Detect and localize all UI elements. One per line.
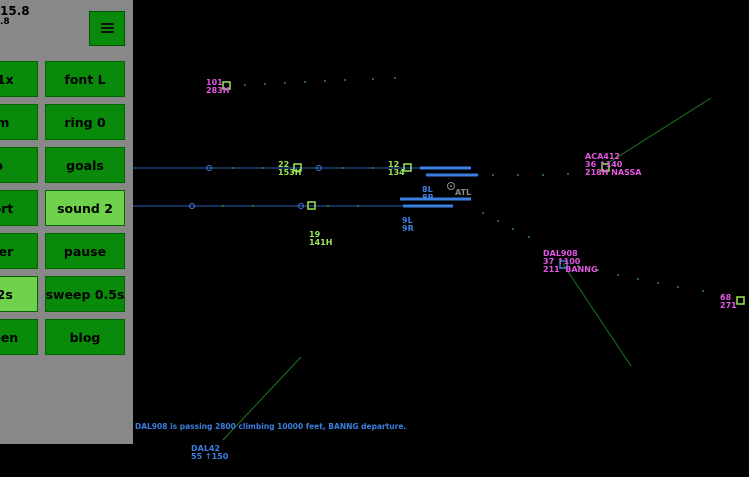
tag-line: 101 [206, 78, 223, 87]
ring-button[interactable]: ring 0 [45, 104, 125, 140]
aircraft-symbol [293, 163, 302, 172]
radar-graphics [133, 77, 745, 441]
tag-line: 19 [309, 230, 321, 239]
tag-line: 134 [388, 168, 405, 177]
aircraft-symbol [736, 296, 745, 305]
clock-subreadout: .8 [0, 17, 10, 27]
fix-circle [316, 165, 322, 171]
tag-line: 141H [309, 238, 333, 247]
menu-button[interactable] [89, 11, 125, 46]
track-line [604, 97, 712, 166]
message-log: DAL908 is passing 2800 climbing 10000 fe… [135, 422, 407, 431]
fix-circle [298, 203, 304, 209]
airport-marker [447, 182, 455, 190]
tag-line: DAL908 [543, 249, 578, 258]
aircraft-symbol [601, 163, 610, 172]
tag-line: ACA412 [585, 152, 620, 161]
tag-line: 12 [388, 160, 400, 169]
weather-button[interactable]: ther [0, 233, 38, 269]
font-button[interactable]: font L [45, 61, 125, 97]
aircraft-symbol-selected [559, 260, 568, 269]
tag-line: 55 ↑150 [191, 452, 229, 461]
fix-circle [206, 165, 212, 171]
aircraft-symbol [222, 81, 231, 90]
sound-button[interactable]: sound 2 [45, 190, 125, 226]
sweep-button[interactable]: sweep 0.5s [45, 276, 125, 312]
clock-readout: 15.8 [0, 4, 30, 18]
tag-line: 218H NASSA [585, 168, 642, 177]
tag-line: DAL42 [191, 444, 221, 453]
tag-line: 211 BANNG [543, 265, 598, 274]
airport-button[interactable]: port [0, 190, 38, 226]
tag-line: 283H [206, 86, 230, 95]
aircraft-symbol [403, 163, 412, 172]
airport-label: ATL [455, 188, 472, 197]
goals-button[interactable]: goals [45, 147, 125, 183]
screen-button[interactable]: creen [0, 319, 38, 355]
delay-button[interactable]: y 2s [0, 276, 38, 312]
speed-button[interactable]: d 1x [0, 61, 38, 97]
pause-button[interactable]: pause [45, 233, 125, 269]
map-button[interactable]: p [0, 147, 38, 183]
track-line [562, 263, 632, 367]
fix-circle [189, 203, 195, 209]
menu-icon [101, 23, 114, 34]
tag-line: 36 ↑140 [585, 160, 623, 169]
tag-line: 37 ↑100 [543, 257, 581, 266]
tag-line: 68 [720, 293, 732, 302]
range-button[interactable]: 1m [0, 104, 38, 140]
tag-line: 271 [720, 301, 737, 310]
tag-line: 22 [278, 160, 290, 169]
aircraft-symbol [307, 201, 316, 210]
tag-line: 153H [278, 168, 302, 177]
control-panel: 15.8 .8 d 1x font L 1m ring 0 p goals po… [0, 0, 133, 444]
track-line [222, 356, 302, 441]
blog-button[interactable]: blog [45, 319, 125, 355]
